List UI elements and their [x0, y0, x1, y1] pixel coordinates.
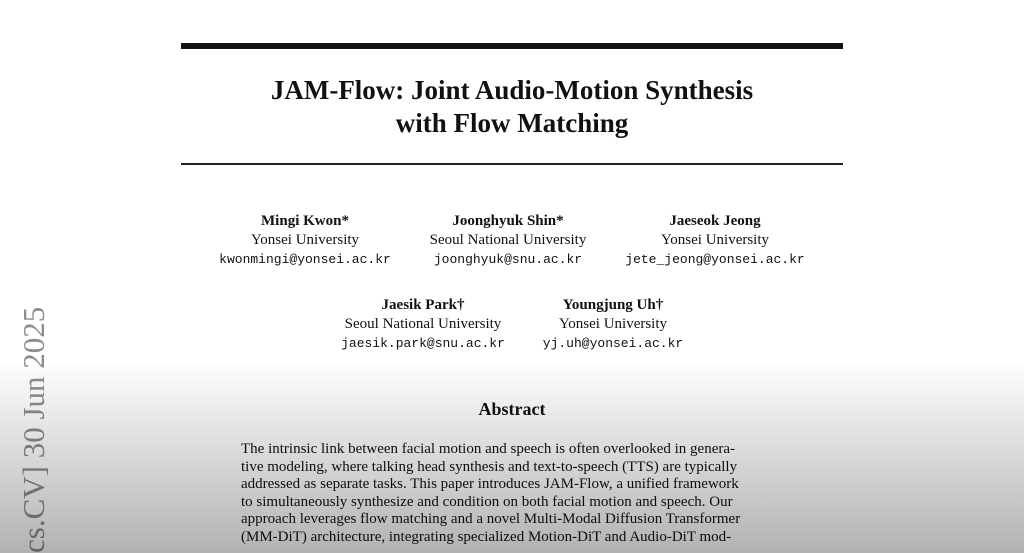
abstract-body: The intrinsic link between facial motion…: [241, 441, 785, 547]
author-email[interactable]: jaesik.park@snu.ac.kr: [341, 336, 505, 351]
author-email[interactable]: joonghyuk@snu.ac.kr: [433, 252, 583, 267]
abstract-line: approach leverages flow matching and a n…: [241, 511, 741, 528]
author-block: Mingi Kwon* Yonsei University kwonmingi@…: [219, 212, 391, 270]
author-email[interactable]: yj.uh@yonsei.ac.kr: [542, 336, 684, 351]
title-top-rule: [181, 43, 843, 49]
author-block: Youngjung Uh† Yonsei University yj.uh@yo…: [543, 296, 683, 354]
paper-title: JAM-Flow: Joint Audio-Motion Synthesis w…: [181, 74, 843, 140]
author-name: Joonghyuk Shin*: [452, 213, 564, 229]
author-affiliation: Yonsei University: [558, 316, 668, 332]
author-name: Mingi Kwon*: [261, 213, 349, 229]
abstract-line: (MM-DiT) architecture, integrating speci…: [241, 528, 732, 545]
abstract-line: The intrinsic link between facial motion…: [241, 441, 735, 457]
author-block: Jaeseok Jeong Yonsei University jete_jeo…: [625, 212, 804, 270]
author-name: Jaesik Park†: [381, 297, 465, 313]
title-bottom-rule: [181, 163, 843, 165]
paper-title-line-1: JAM-Flow: Joint Audio-Motion Synthesis: [270, 75, 754, 105]
arxiv-stamp-region: cs.CV] 30 Jun 2025: [16, 285, 56, 553]
author-affiliation: Yonsei University: [250, 232, 360, 248]
author-name: Youngjung Uh†: [562, 297, 664, 313]
abstract-line: tive modeling, where talking head synthe…: [241, 458, 738, 475]
author-block: Joonghyuk Shin* Seoul National Universit…: [430, 212, 587, 270]
author-affiliation: Seoul National University: [429, 232, 587, 248]
paper-title-line-2: with Flow Matching: [395, 108, 629, 138]
author-affiliation: Yonsei University: [660, 232, 770, 248]
abstract-line: to simultaneously synthesize and conditi…: [241, 493, 733, 510]
abstract-heading: Abstract: [478, 399, 546, 419]
author-email[interactable]: jete_jeong@yonsei.ac.kr: [625, 252, 805, 267]
author-block: Jaesik Park† Seoul National University j…: [341, 296, 505, 354]
author-affiliation: Seoul National University: [344, 316, 502, 332]
author-name: Jaeseok Jeong: [669, 213, 761, 229]
abstract-line: addressed as separate tasks. This paper …: [241, 476, 739, 493]
arxiv-stamp: cs.CV] 30 Jun 2025: [16, 306, 51, 553]
author-email[interactable]: kwonmingi@yonsei.ac.kr: [219, 252, 391, 267]
